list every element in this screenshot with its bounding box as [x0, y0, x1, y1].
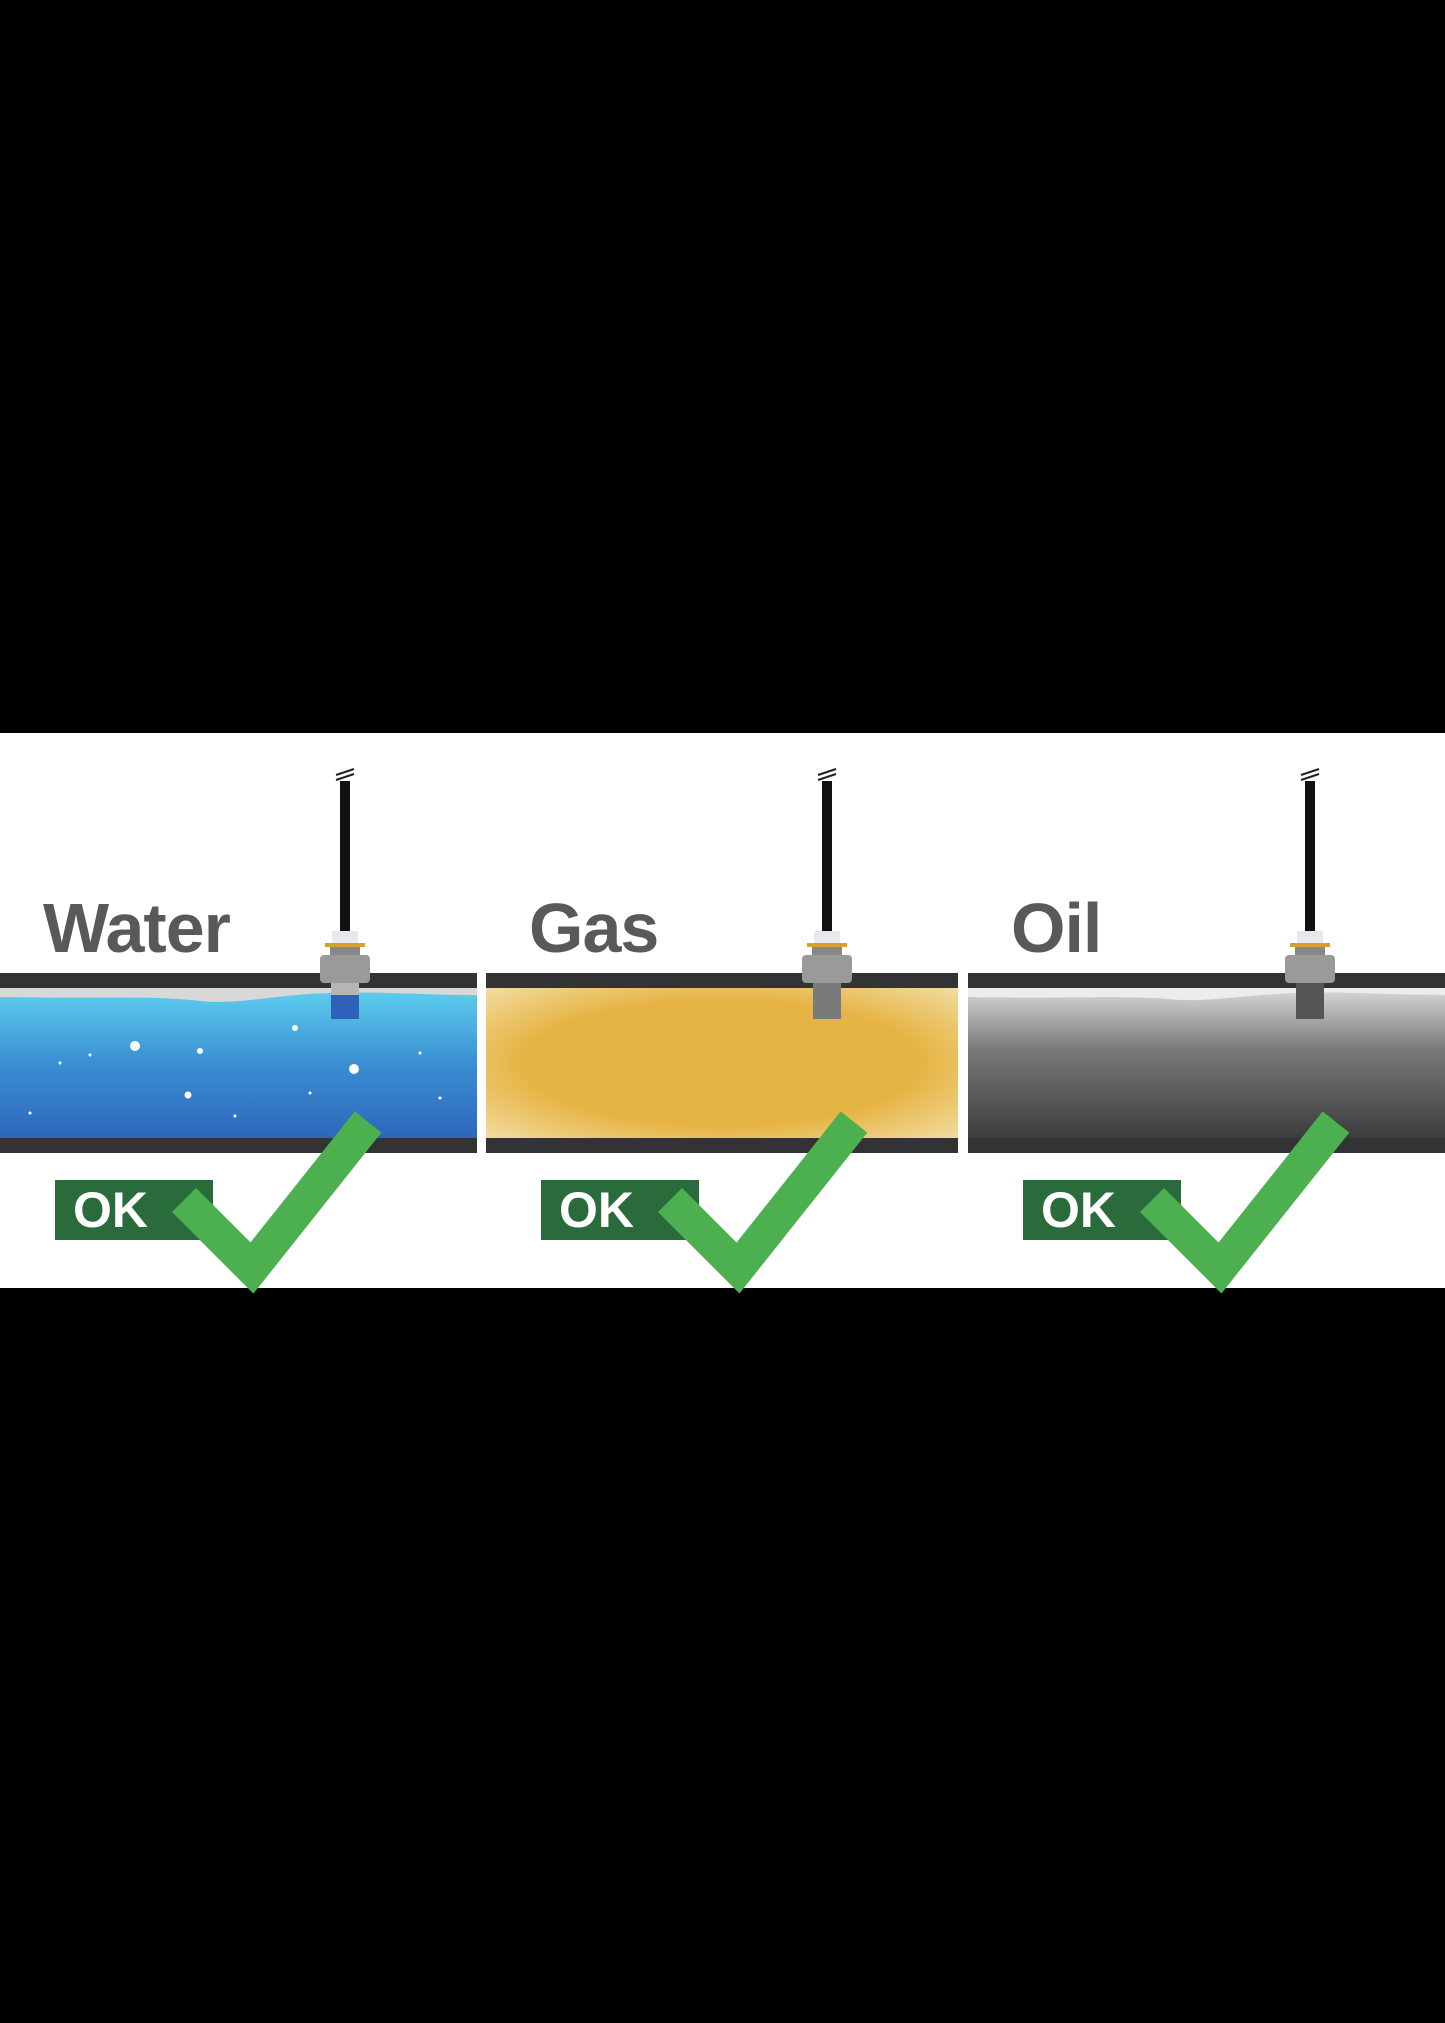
air-gap — [968, 988, 1445, 1001]
pipe-bottom-wall — [968, 1138, 1445, 1153]
sensor-probe-icon — [802, 768, 852, 1019]
diagram-band: Water OK Gas OK — [0, 733, 1445, 1294]
panel-label: Gas — [529, 889, 659, 967]
pipe-bottom-wall — [486, 1138, 958, 1153]
status-badge: OK — [55, 1180, 213, 1240]
gas-panel: Gas OK — [486, 733, 958, 1294]
oil-fluid — [968, 988, 1445, 1138]
status-badge: OK — [1023, 1180, 1181, 1240]
pipe-top-wall — [968, 973, 1445, 988]
panel-label: Water — [43, 889, 231, 967]
water-panel: Water OK — [0, 733, 477, 1294]
sensor-probe-icon — [1285, 768, 1335, 1019]
panel-label: Oil — [1011, 889, 1102, 967]
pipe-top-wall — [486, 973, 958, 988]
pipe-bottom-wall — [0, 1138, 477, 1153]
status-badge: OK — [541, 1180, 699, 1240]
pipe-top-wall — [0, 973, 477, 988]
sensor-probe-icon — [320, 768, 370, 1019]
oil-panel: Oil OK — [968, 733, 1445, 1294]
water-fluid — [0, 988, 477, 1138]
gas-fluid — [486, 988, 958, 1138]
